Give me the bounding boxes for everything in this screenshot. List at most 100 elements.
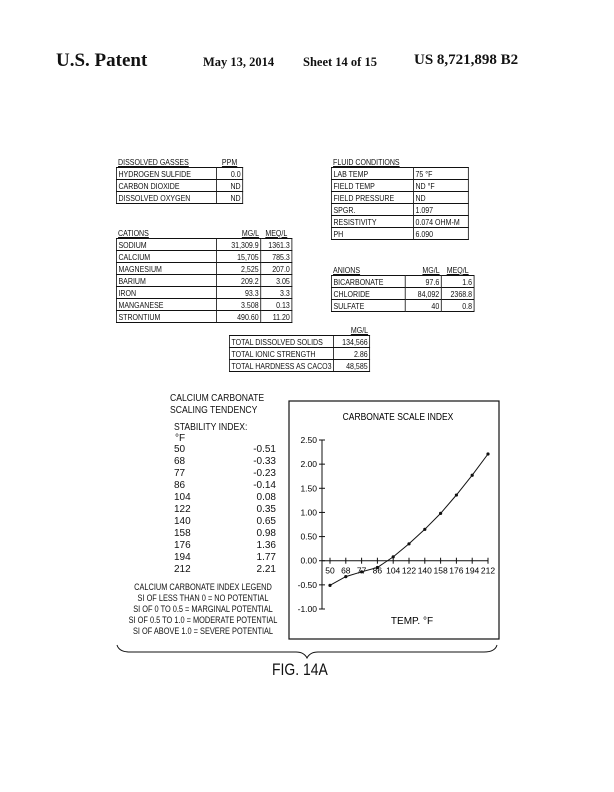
anion-name: BICARBONATE [331, 275, 406, 288]
legend-title: CALCIUM CARBONATE INDEX LEGEND [134, 582, 272, 592]
condition-name: FIELD PRESSURE [331, 191, 414, 204]
cation-meq: 1361.3 [260, 238, 293, 251]
chart-title: CARBONATE SCALE INDEX [343, 411, 454, 422]
table-row: MAGNESIUM 2,525 207.0 [116, 262, 293, 275]
anion-mg: 40 [404, 299, 442, 312]
figure-brace [116, 644, 498, 659]
data-point [375, 565, 379, 570]
cation-mg: 93.3 [216, 286, 262, 299]
stability-temp: 104 [174, 492, 191, 503]
anions-block: ANIONS mg/L meq/L BICARBONATE 97.6 1.6 C… [331, 264, 475, 312]
table-row: HYDROGEN SULFIDE 0.0 [116, 167, 244, 180]
data-point [439, 511, 443, 515]
anion-mg: 84,092 [404, 287, 442, 300]
y-tick-label: -1.00 [298, 604, 318, 614]
table-row: FIELD PRESSURE ND [331, 191, 469, 204]
table-row: TOTAL HARDNESS AS CaCO3 48,585 [228, 359, 371, 372]
total-name: TOTAL HARDNESS AS CaCO3 [228, 359, 335, 372]
cation-name: MAGNESIUM [116, 262, 217, 275]
stability-unit: °F [175, 433, 186, 444]
x-tick-label: 212 [481, 566, 495, 576]
table-row: TOTAL IONIC STRENGTH 2.86 [228, 347, 371, 360]
stability-temp: 86 [174, 480, 186, 491]
gas-name: DISSOLVED OXYGEN [116, 191, 217, 204]
cation-meq: 785.3 [260, 250, 293, 263]
scaling-block: CALCIUM CARBONATE SCALING TENDENCY [170, 392, 280, 416]
stability-value: 0.65 [256, 516, 276, 527]
anions-title: ANIONS [333, 264, 361, 275]
stability-temp: 212 [174, 564, 191, 575]
stability-temp: 77 [174, 468, 186, 479]
stability-index-label: STABILITY INDEX: [174, 421, 248, 433]
cation-name: CALCIUM [116, 250, 217, 263]
fluid-conditions-block: FLUID CONDITIONS LAB TEMP 75 °F FIELD TE… [331, 156, 469, 240]
stability-temp: 122 [174, 504, 191, 515]
table-row: BICARBONATE 97.6 1.6 [331, 275, 475, 288]
gas-value: ND [216, 191, 244, 204]
table-row: CALCIUM 15,705 785.3 [116, 250, 293, 263]
x-tick-label: 86 [373, 566, 383, 576]
anions-col1: mg/L [422, 264, 440, 275]
stability-row: 68 -0.33 [174, 456, 282, 468]
table-row: IRON 93.3 3.3 [116, 286, 293, 299]
condition-name: FIELD TEMP [331, 179, 414, 192]
total-value: 2.86 [333, 347, 371, 360]
anions-table: ANIONS mg/L meq/L BICARBONATE 97.6 1.6 C… [331, 264, 475, 312]
dissolved-gasses-table: DISSOLVED GASSES PPM HYDROGEN SULFIDE 0.… [116, 156, 244, 204]
anion-name: CHLORIDE [331, 287, 406, 300]
cation-mg: 3.508 [216, 298, 262, 311]
condition-value: 1.097 [413, 203, 469, 216]
scaling-title-1: CALCIUM CARBONATE [170, 392, 265, 404]
table-row: SpGr. 1.097 [331, 203, 469, 216]
legend-line: SI OF LESS THAN 0 = NO POTENTIAL [137, 593, 269, 603]
table-row: LAB TEMP 75 °F [331, 167, 469, 180]
cations-block: CATIONS mg/L meq/L SODIUM 31,309.9 1361.… [116, 227, 293, 323]
data-point [344, 575, 348, 579]
fluid-conditions-table: FLUID CONDITIONS LAB TEMP 75 °F FIELD TE… [331, 156, 469, 240]
stability-temp: 140 [174, 516, 191, 527]
cation-meq: 3.05 [260, 274, 293, 287]
anion-meq: 0.8 [440, 299, 475, 312]
stability-temp: 68 [174, 456, 186, 467]
table-row: CARBON DIOXIDE ND [116, 179, 244, 192]
dissolved-gasses-block: DISSOLVED GASSES PPM HYDROGEN SULFIDE 0.… [116, 156, 244, 204]
cations-col2: meq/L [265, 227, 288, 238]
cation-mg: 31,309.9 [216, 238, 262, 251]
stability-value: -0.51 [253, 444, 276, 455]
data-point [328, 583, 332, 587]
anions-col2: meq/L [446, 264, 469, 275]
stability-value: -0.33 [253, 456, 276, 467]
x-tick-label: 176 [449, 566, 463, 576]
total-value: 48,585 [333, 359, 371, 372]
data-point [407, 542, 411, 546]
legend-line: SI OF 0 TO 0.5 = MARGINAL POTENTIAL [133, 604, 273, 614]
cation-mg: 209.2 [216, 274, 262, 287]
stability-value: 0.98 [256, 528, 276, 539]
gas-name: HYDROGEN SULFIDE [116, 167, 217, 180]
y-tick-label: 2.50 [300, 435, 317, 445]
totals-block: mg/L TOTAL DISSOLVED SOLIDS 134,566 TOTA… [228, 324, 371, 372]
y-tick-label: 1.50 [300, 483, 317, 493]
condition-value: 0.074 Ohm-m [413, 215, 469, 228]
cation-meq: 207.0 [260, 262, 293, 275]
x-axis-label: TEMP. °F [391, 616, 433, 627]
dissolved-gasses-title: DISSOLVED GASSES [118, 156, 189, 167]
figure-label: FIG. 14A [272, 660, 328, 679]
cation-name: SODIUM [116, 238, 217, 251]
x-tick-label: 194 [465, 566, 479, 576]
data-point [423, 527, 427, 531]
y-tick-label: 1.00 [300, 507, 317, 517]
table-row: pH 6.090 [331, 227, 469, 240]
scaling-title-2: SCALING TENDENCY [170, 404, 258, 416]
table-row: TOTAL DISSOLVED SOLIDS 134,566 [228, 335, 371, 348]
patent-number: US 8,721,898 B2 [414, 52, 519, 68]
totals-table: mg/L TOTAL DISSOLVED SOLIDS 134,566 TOTA… [228, 324, 371, 372]
stability-row: 77-0.23 [174, 468, 282, 480]
total-name: TOTAL IONIC STRENGTH [228, 347, 335, 360]
data-point [470, 473, 474, 477]
stability-temp: 158 [174, 528, 191, 539]
